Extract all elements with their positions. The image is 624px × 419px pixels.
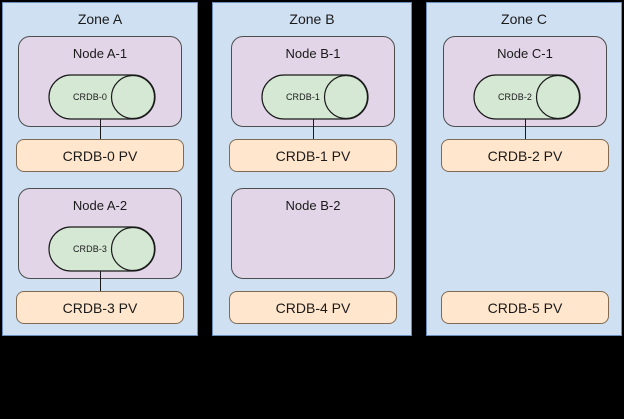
link-node-b-1-to-crdb-1-pv — [313, 119, 314, 141]
crdb-pod-crdb-2: CRDB-2 — [473, 74, 581, 120]
crdb-pod-crdb-1-label: CRDB-1 — [285, 92, 321, 102]
pv-crdb-4-pv-label: CRDB-4 PV — [275, 299, 351, 316]
pv-crdb-1-pv-label: CRDB-1 PV — [275, 147, 351, 164]
crdb-pod-crdb-0-label: CRDB-0 — [72, 92, 108, 102]
link-node-a-1-to-crdb-0-pv — [100, 119, 101, 141]
node-a-2: Node A-2 CRDB-3 — [18, 188, 182, 279]
pv-crdb-1-pv: CRDB-1 PV — [229, 139, 397, 172]
node-b-1-title: Node B-1 — [285, 46, 341, 61]
node-c-1-title: Node C-1 — [497, 46, 553, 61]
zone-c-title: Zone C — [501, 11, 547, 27]
pv-crdb-5-pv-label: CRDB-5 PV — [487, 299, 563, 316]
pv-crdb-4-pv: CRDB-4 PV — [229, 291, 397, 324]
node-a-1-title: Node A-1 — [72, 46, 128, 61]
pv-crdb-0-pv-label: CRDB-0 PV — [62, 147, 138, 164]
node-b-2: Node B-2 — [231, 188, 395, 279]
crdb-pod-crdb-3: CRDB-3 — [48, 226, 156, 272]
zone-a-title: Zone A — [77, 11, 123, 27]
pv-crdb-5-pv: CRDB-5 PV — [441, 291, 609, 324]
link-node-a-2-to-crdb-3-pv — [100, 271, 101, 293]
node-b-1: Node B-1 CRDB-1 — [231, 36, 395, 127]
crdb-pod-crdb-0: CRDB-0 — [48, 74, 156, 120]
zone-b-title: Zone B — [289, 11, 335, 27]
crdb-pod-crdb-2-label: CRDB-2 — [497, 92, 533, 102]
pv-crdb-2-pv: CRDB-2 PV — [441, 139, 609, 172]
crdb-pod-crdb-3-label: CRDB-3 — [72, 244, 108, 254]
zone-c: Zone C Node C-1 CRDB-2 CRDB-2 PV CRDB-5 … — [426, 2, 622, 336]
node-a-1: Node A-1 CRDB-0 — [18, 36, 182, 127]
link-node-c-1-to-crdb-2-pv — [525, 119, 526, 141]
pv-crdb-2-pv-label: CRDB-2 PV — [487, 147, 563, 164]
zone-b: Zone B Node B-1 CRDB-1 CRDB-1 PV Node B-… — [212, 2, 412, 336]
pv-crdb-0-pv: CRDB-0 PV — [16, 139, 184, 172]
pv-crdb-3-pv: CRDB-3 PV — [16, 291, 184, 324]
zone-a: Zone A Node A-1 CRDB-0 CRDB-0 PV Node A-… — [2, 2, 198, 336]
node-c-1: Node C-1 CRDB-2 — [443, 36, 607, 127]
crdb-pod-crdb-1: CRDB-1 — [261, 74, 369, 120]
node-b-2-title: Node B-2 — [285, 198, 341, 213]
node-a-2-title: Node A-2 — [72, 198, 128, 213]
pv-crdb-3-pv-label: CRDB-3 PV — [62, 299, 138, 316]
